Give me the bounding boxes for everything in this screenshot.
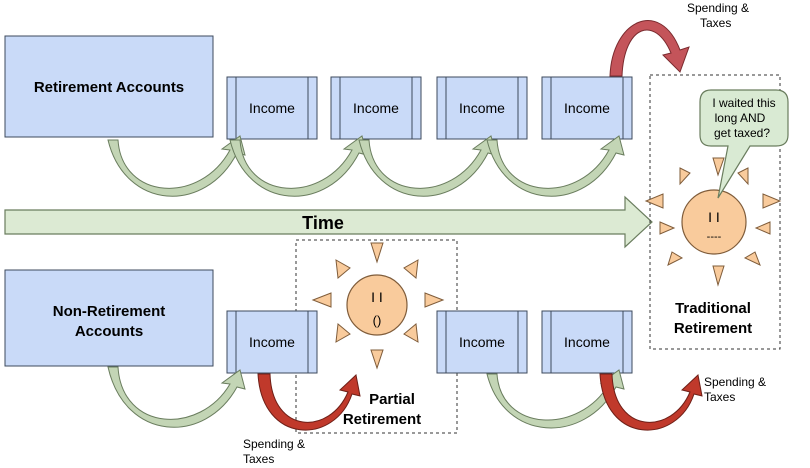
time-label: Time xyxy=(302,213,344,233)
income-box-top-4: Income xyxy=(541,76,633,140)
time-arrow: Time xyxy=(4,195,653,249)
flow-arrow-top-1 xyxy=(107,135,246,197)
sad-face-eyes: I I xyxy=(708,209,720,225)
traditional-retirement-label-1: Traditional xyxy=(675,300,751,317)
traditional-retirement-group: I I ---- I waited this long AND get taxe… xyxy=(644,74,789,350)
non-retirement-row: Non-Retirement Accounts Income Income In… xyxy=(4,239,766,466)
speech-bubble: I waited this long AND get taxed? xyxy=(699,89,789,199)
income-label: Income xyxy=(353,100,399,116)
income-label: Income xyxy=(459,100,505,116)
income-label: Income xyxy=(249,100,295,116)
spending-label-top-2: Taxes xyxy=(700,16,731,30)
income-label: Income xyxy=(459,334,505,350)
retirement-accounts-label: Retirement Accounts xyxy=(34,79,184,96)
partial-retirement-label-1: Partial xyxy=(369,391,415,408)
non-retirement-label-2: Accounts xyxy=(75,323,143,340)
spending-arrow-bottom-2 xyxy=(599,373,703,431)
bubble-line-2: long AND xyxy=(715,111,766,125)
income-box-top-3: Income xyxy=(436,76,528,140)
sad-sun-icon: I I ---- xyxy=(644,157,782,287)
flow-arrow-top-2 xyxy=(229,135,368,197)
traditional-retirement-label-2: Retirement xyxy=(674,320,752,337)
retirement-row: Retirement Accounts Income Income Income… xyxy=(4,1,749,197)
happy-face-mouth: () xyxy=(373,313,382,328)
income-label: Income xyxy=(564,334,610,350)
income-label: Income xyxy=(249,334,295,350)
spending-label-bottom-left-2: Taxes xyxy=(243,452,274,466)
spending-arrow-bottom-1 xyxy=(257,373,361,431)
sad-face-mouth: ---- xyxy=(707,231,722,243)
flow-arrow-bottom-1 xyxy=(107,366,246,428)
flow-arrow-bottom-2 xyxy=(486,369,625,429)
income-label: Income xyxy=(564,100,610,116)
income-box-bottom-2: Income xyxy=(436,310,528,374)
income-box-bottom-1: Income xyxy=(226,310,318,374)
non-retirement-accounts-box xyxy=(4,269,214,367)
bubble-line-1: I waited this xyxy=(712,96,775,110)
partial-retirement-label-2: Retirement xyxy=(343,411,421,428)
spending-label-bottom-right-1: Spending & xyxy=(704,375,766,389)
retirement-accounts-box xyxy=(4,35,214,138)
happy-sun-icon: I I () xyxy=(311,242,445,370)
spending-label-bottom-right-2: Taxes xyxy=(704,390,735,404)
spending-arrow-top xyxy=(609,20,690,77)
bubble-line-3: get taxed? xyxy=(714,126,770,140)
flow-arrow-top-4 xyxy=(486,135,625,197)
flow-arrow-top-3 xyxy=(358,135,497,197)
income-box-top-2: Income xyxy=(330,76,422,140)
income-box-top-1: Income xyxy=(226,76,318,140)
spending-label-bottom-left-1: Spending & xyxy=(243,437,305,451)
income-box-bottom-3: Income xyxy=(541,310,633,374)
spending-label-top: Spending & xyxy=(687,1,749,15)
non-retirement-label-1: Non-Retirement xyxy=(53,303,166,320)
partial-retirement-frame xyxy=(295,239,458,434)
traditional-retirement-frame xyxy=(649,74,781,350)
happy-face-eyes: I I xyxy=(371,289,383,305)
